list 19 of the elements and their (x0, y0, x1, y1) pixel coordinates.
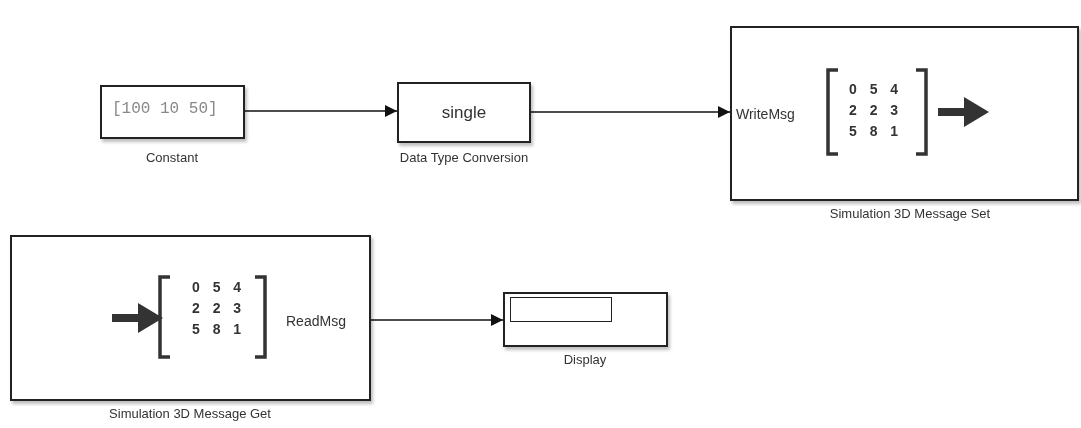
connector-arrow (370, 314, 504, 326)
block-name: Data Type Conversion (399, 150, 529, 165)
block-name: Simulation 3D Message Set (829, 206, 991, 221)
port-label: WriteMsg (736, 106, 795, 122)
block (10, 235, 371, 401)
connector-arrow (530, 106, 731, 118)
block (503, 292, 668, 347)
block-name: Constant (146, 150, 198, 165)
block (730, 26, 1079, 201)
block-name: Simulation 3D Message Get (109, 406, 271, 421)
constant-value: [100 10 50] (112, 100, 218, 118)
matrix-values: 0 5 4 2 2 3 5 8 1 (849, 80, 900, 141)
port-label: ReadMsg (286, 313, 346, 329)
connector-arrow (244, 105, 398, 117)
block (397, 82, 531, 143)
block-label: single (440, 103, 488, 123)
block-name: Display (563, 352, 607, 367)
block (100, 85, 245, 139)
matrix-values: 0 5 4 2 2 3 5 8 1 (192, 278, 243, 339)
